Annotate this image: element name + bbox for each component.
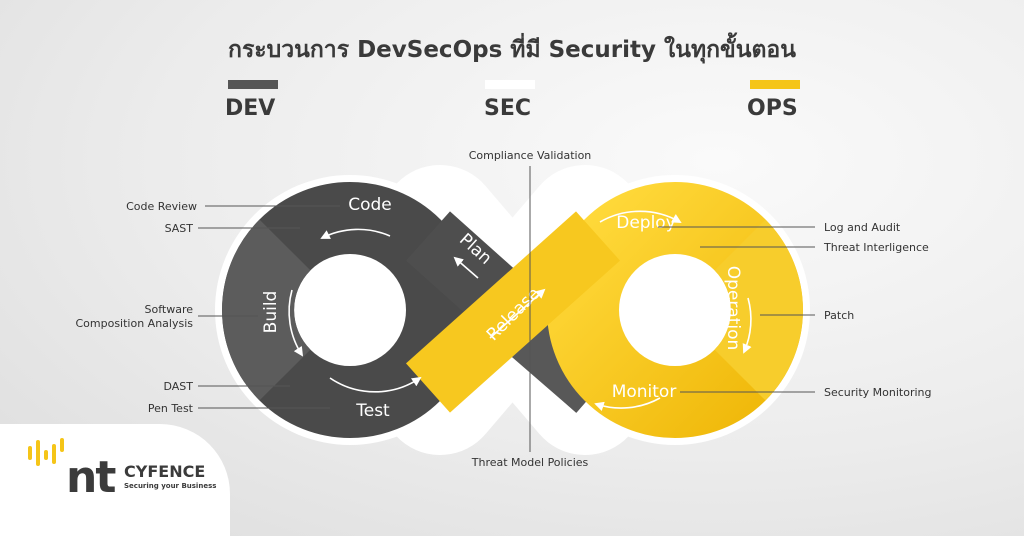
annotation-sca-line2: Composition Analysis xyxy=(75,317,193,330)
leader-lines xyxy=(198,166,815,452)
annotation-threat-intel: Threat Interligence xyxy=(823,241,929,254)
annotation-log-audit: Log and Audit xyxy=(824,221,901,234)
annotation-threat-model: Threat Model Policies xyxy=(471,456,589,469)
dev-loop-hole xyxy=(295,255,405,365)
annotation-sast: SAST xyxy=(165,222,194,235)
dev-label: DEV xyxy=(225,96,276,121)
stage-build: Build xyxy=(261,291,281,334)
logo-name: CYFENCE xyxy=(124,462,206,481)
sec-color-bar xyxy=(485,80,535,89)
ops-crossing-band xyxy=(406,211,620,413)
ops-loop-hole xyxy=(620,255,730,365)
annotation-compliance: Compliance Validation xyxy=(469,149,592,162)
dev-loop xyxy=(222,182,478,438)
sec-label: SEC xyxy=(484,96,532,121)
dev-color-bar xyxy=(228,80,278,89)
annotation-patch: Patch xyxy=(824,309,854,322)
annotation-sca-line1: Software xyxy=(145,303,194,316)
annotation-dast: DAST xyxy=(163,380,193,393)
stage-operation: Operation xyxy=(723,266,743,351)
flow-arrows xyxy=(288,210,752,411)
annotation-security-monitoring: Security Monitoring xyxy=(824,386,932,399)
annotation-code-review: Code Review xyxy=(126,200,197,213)
stage-code: Code xyxy=(348,195,392,215)
page-title: กระบวนการ DevSecOps ที่มี Security ในทุก… xyxy=(228,37,796,63)
stage-monitor: Monitor xyxy=(612,382,677,402)
ops-label: OPS xyxy=(747,96,798,121)
stage-test: Test xyxy=(355,401,390,421)
ops-color-bar xyxy=(750,80,800,89)
logo-tagline: Securing your Business xyxy=(124,482,217,490)
logo-mark: nt xyxy=(66,452,116,503)
annotation-pen-test: Pen Test xyxy=(148,402,194,415)
stage-deploy: Deploy xyxy=(616,213,676,233)
